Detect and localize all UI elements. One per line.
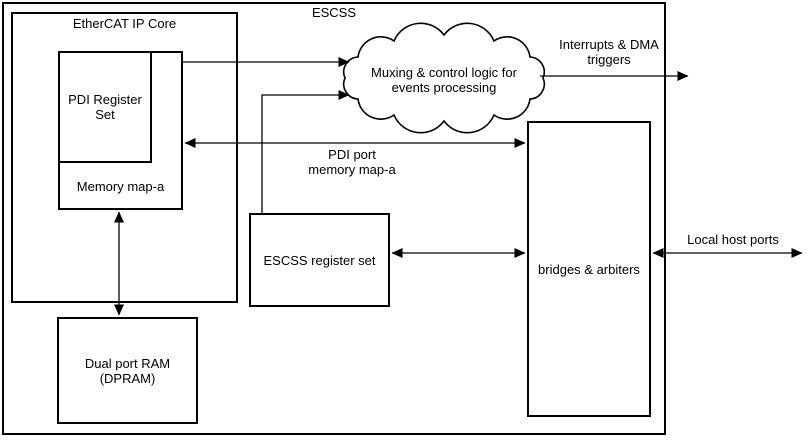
pdi-port-label: PDI port memory map-a <box>308 147 396 177</box>
interrupts-dma-label: Interrupts & DMA triggers <box>559 37 659 67</box>
escss-outer-box <box>2 2 666 435</box>
bridges-arbiters-label: bridges & arbiters <box>538 261 640 277</box>
dual-port-ram-box <box>57 317 198 424</box>
local-host-ports-label: Local host ports <box>687 232 779 247</box>
escss-register-set-box <box>249 213 390 307</box>
pdi-register-set-label: PDI Register Set <box>68 92 142 122</box>
memory-map-a-label: Memory map-a <box>76 179 165 194</box>
escss-register-set-label: ESCSS register set <box>263 252 376 268</box>
diagram-title: ESCSS <box>311 5 357 20</box>
ethercat-ip-core-box <box>11 12 238 303</box>
muxing-cloud-label: Muxing & control logic for events proces… <box>371 64 517 95</box>
pdi-register-set-box <box>58 51 152 163</box>
bridges-arbiters-box <box>527 121 651 417</box>
dual-port-ram-label: Dual port RAM (DPRAM) <box>84 355 171 386</box>
ethercat-ip-core-label: EtherCAT IP Core <box>72 16 177 31</box>
